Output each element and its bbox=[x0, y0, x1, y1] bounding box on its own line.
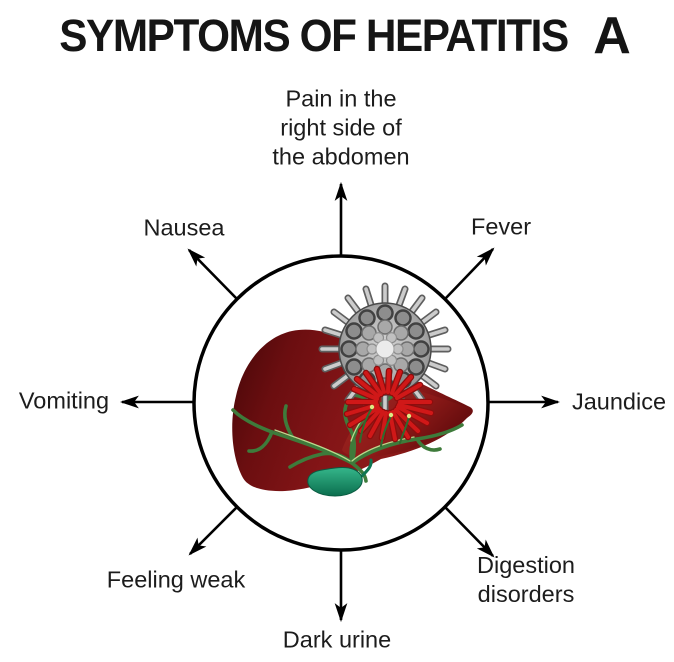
virus-capsomers-mid bbox=[355, 319, 415, 379]
title-text: SYMPTOMS OF HEPATITIS bbox=[59, 10, 569, 61]
gallbladder-duct bbox=[360, 458, 373, 478]
symptom-label-nausea: Nausea bbox=[143, 214, 225, 241]
gallbladder bbox=[307, 467, 363, 497]
arrow-top-left bbox=[187, 248, 238, 300]
symptom-label-dark-urine: Dark urine bbox=[282, 626, 392, 653]
symptom-arrows bbox=[119, 181, 561, 623]
virus-capsomers-inner bbox=[366, 332, 404, 366]
symptom-label-jaundice: Jaundice bbox=[571, 388, 667, 415]
inflammation-burst bbox=[343, 365, 435, 447]
symptom-label-pain: Pain in the right side of the abdomen bbox=[272, 85, 410, 170]
title-emphasis: A bbox=[593, 7, 631, 65]
stem-tips bbox=[369, 404, 412, 419]
symptom-label-feeling-weak: Feeling weak bbox=[106, 566, 246, 593]
symptom-label-fever: Fever bbox=[470, 213, 532, 240]
arrow-top-right bbox=[444, 247, 495, 300]
page-title: SYMPTOMS OF HEPATITIS A bbox=[0, 6, 674, 66]
virus-core bbox=[375, 339, 395, 359]
symptom-label-vomiting: Vomiting bbox=[18, 387, 110, 414]
arrow-bottom-left bbox=[188, 506, 238, 556]
arrow-bottom-right bbox=[444, 506, 495, 558]
inflammation-stems bbox=[359, 407, 410, 447]
hepatitis-virus-icon bbox=[318, 282, 452, 416]
symptom-label-digestion-disorders: Digestion disorders bbox=[477, 552, 575, 607]
